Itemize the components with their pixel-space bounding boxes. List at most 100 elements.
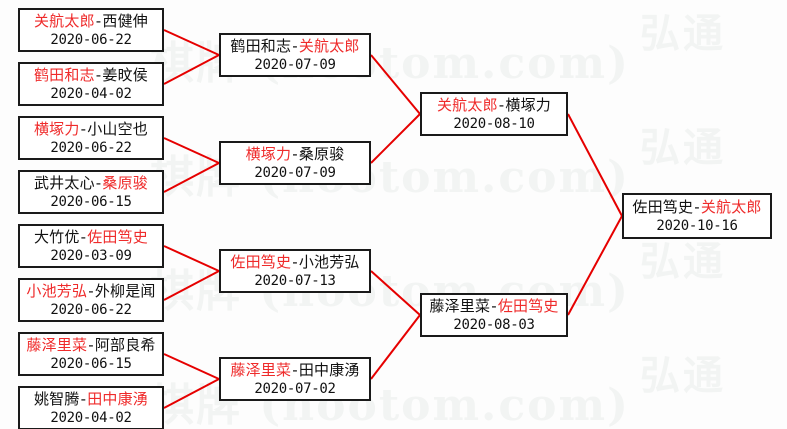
match-winner: 小池芳弘 <box>26 281 88 300</box>
match-loser: 武井太心 <box>33 173 95 192</box>
match-winner: 关航太郎 <box>298 36 360 55</box>
match-loser: 桑原骏 <box>298 144 345 163</box>
match-winner: 田中康湧 <box>87 389 149 408</box>
match-winner: 藤泽里菜 <box>26 335 88 354</box>
match-winner: 鹤田和志 <box>33 65 95 84</box>
match-loser: 佐田笃史 <box>632 197 694 216</box>
player-separator: - <box>491 296 497 315</box>
connector-line <box>163 162 220 193</box>
match-date: 2020-10-16 <box>656 217 738 234</box>
player-separator: - <box>694 197 700 216</box>
player-separator: - <box>95 65 102 84</box>
match-loser: 鹤田和志 <box>230 36 292 55</box>
match-loser: 小池芳弘 <box>298 252 360 271</box>
connector-line <box>163 29 220 56</box>
match-loser: 阿部良希 <box>94 335 156 354</box>
connector-line <box>370 314 421 380</box>
match-date: 2020-07-13 <box>254 272 336 289</box>
connector-line <box>163 353 220 380</box>
connector-line <box>370 54 421 115</box>
match-winner: 关航太郎 <box>436 95 498 114</box>
player-separator: - <box>80 389 87 408</box>
match-players: 姚智腾-田中康湧 <box>34 390 148 409</box>
match-date: 2020-06-22 <box>50 301 132 318</box>
match-date: 2020-04-02 <box>50 85 132 102</box>
connector-line <box>370 270 421 316</box>
match-date: 2020-06-15 <box>50 355 132 372</box>
player-separator: - <box>95 173 102 192</box>
match-winner: 关航太郎 <box>700 197 762 216</box>
watermark-text: 弘通 <box>640 124 726 171</box>
match-players: 鹤田和志-关航太郎 <box>230 37 359 56</box>
player-separator: - <box>80 227 87 246</box>
match-loser: 姚智腾 <box>33 389 80 408</box>
match-winner: 横塚力 <box>33 119 80 138</box>
match-loser: 大竹优 <box>33 227 80 246</box>
match-loser: 小山空也 <box>87 119 149 138</box>
connector-line <box>163 54 220 85</box>
match-date: 2020-07-02 <box>254 380 336 397</box>
match-players: 鹤田和志-姜旼侯 <box>34 66 148 85</box>
player-separator: - <box>292 36 298 55</box>
match-players: 横塚力-小山空也 <box>34 120 148 139</box>
connector-line <box>163 245 220 272</box>
match-date: 2020-04-02 <box>50 409 132 426</box>
player-separator: - <box>292 252 298 271</box>
match-players: 关航太郎-横塚力 <box>437 96 551 115</box>
match-winner: 关航太郎 <box>33 11 95 30</box>
match-winner: 佐田笃史 <box>497 296 559 315</box>
match-date: 2020-07-09 <box>254 164 336 181</box>
match-players: 藤泽里菜-佐田笃史 <box>429 297 558 316</box>
connector-line <box>567 113 623 217</box>
match-date: 2020-07-09 <box>254 56 336 73</box>
player-separator: - <box>88 335 94 354</box>
match-winner: 佐田笃史 <box>87 227 149 246</box>
watermark-text: 弘通 <box>640 352 726 399</box>
match-loser: 横塚力 <box>505 95 552 114</box>
match-players: 大竹优-佐田笃史 <box>34 228 148 247</box>
match-winner: 桑原骏 <box>102 173 149 192</box>
player-separator: - <box>498 95 505 114</box>
match-date: 2020-06-22 <box>50 31 132 48</box>
match-date: 2020-03-09 <box>50 247 132 264</box>
player-separator: - <box>292 144 298 163</box>
connector-line <box>370 113 421 164</box>
match-winner: 佐田笃史 <box>230 252 292 271</box>
match-players: 关航太郎-西健伸 <box>34 12 148 31</box>
match-loser: 田中康湧 <box>298 360 360 379</box>
match-winner: 横塚力 <box>245 144 292 163</box>
match-players: 横塚力-桑原骏 <box>246 145 345 164</box>
match-players: 小池芳弘-外柳是闻 <box>26 282 155 301</box>
player-separator: - <box>95 11 102 30</box>
match-players: 藤泽里菜-田中康湧 <box>230 361 359 380</box>
match-players: 佐田笃史-小池芳弘 <box>230 253 359 272</box>
match-date: 2020-08-10 <box>453 115 535 132</box>
connector-line <box>567 215 623 316</box>
match-date: 2020-06-15 <box>50 193 132 210</box>
match-loser: 外柳是闻 <box>94 281 156 300</box>
watermark-text: 弘通 <box>640 238 726 285</box>
watermark-text: 弘通 <box>640 10 726 57</box>
player-separator: - <box>80 119 87 138</box>
match-players: 武井太心-桑原骏 <box>34 174 148 193</box>
connector-line <box>163 270 220 301</box>
match-date: 2020-06-22 <box>50 139 132 156</box>
match-players: 佐田笃史-关航太郎 <box>632 198 761 217</box>
match-loser: 藤泽里菜 <box>429 296 491 315</box>
